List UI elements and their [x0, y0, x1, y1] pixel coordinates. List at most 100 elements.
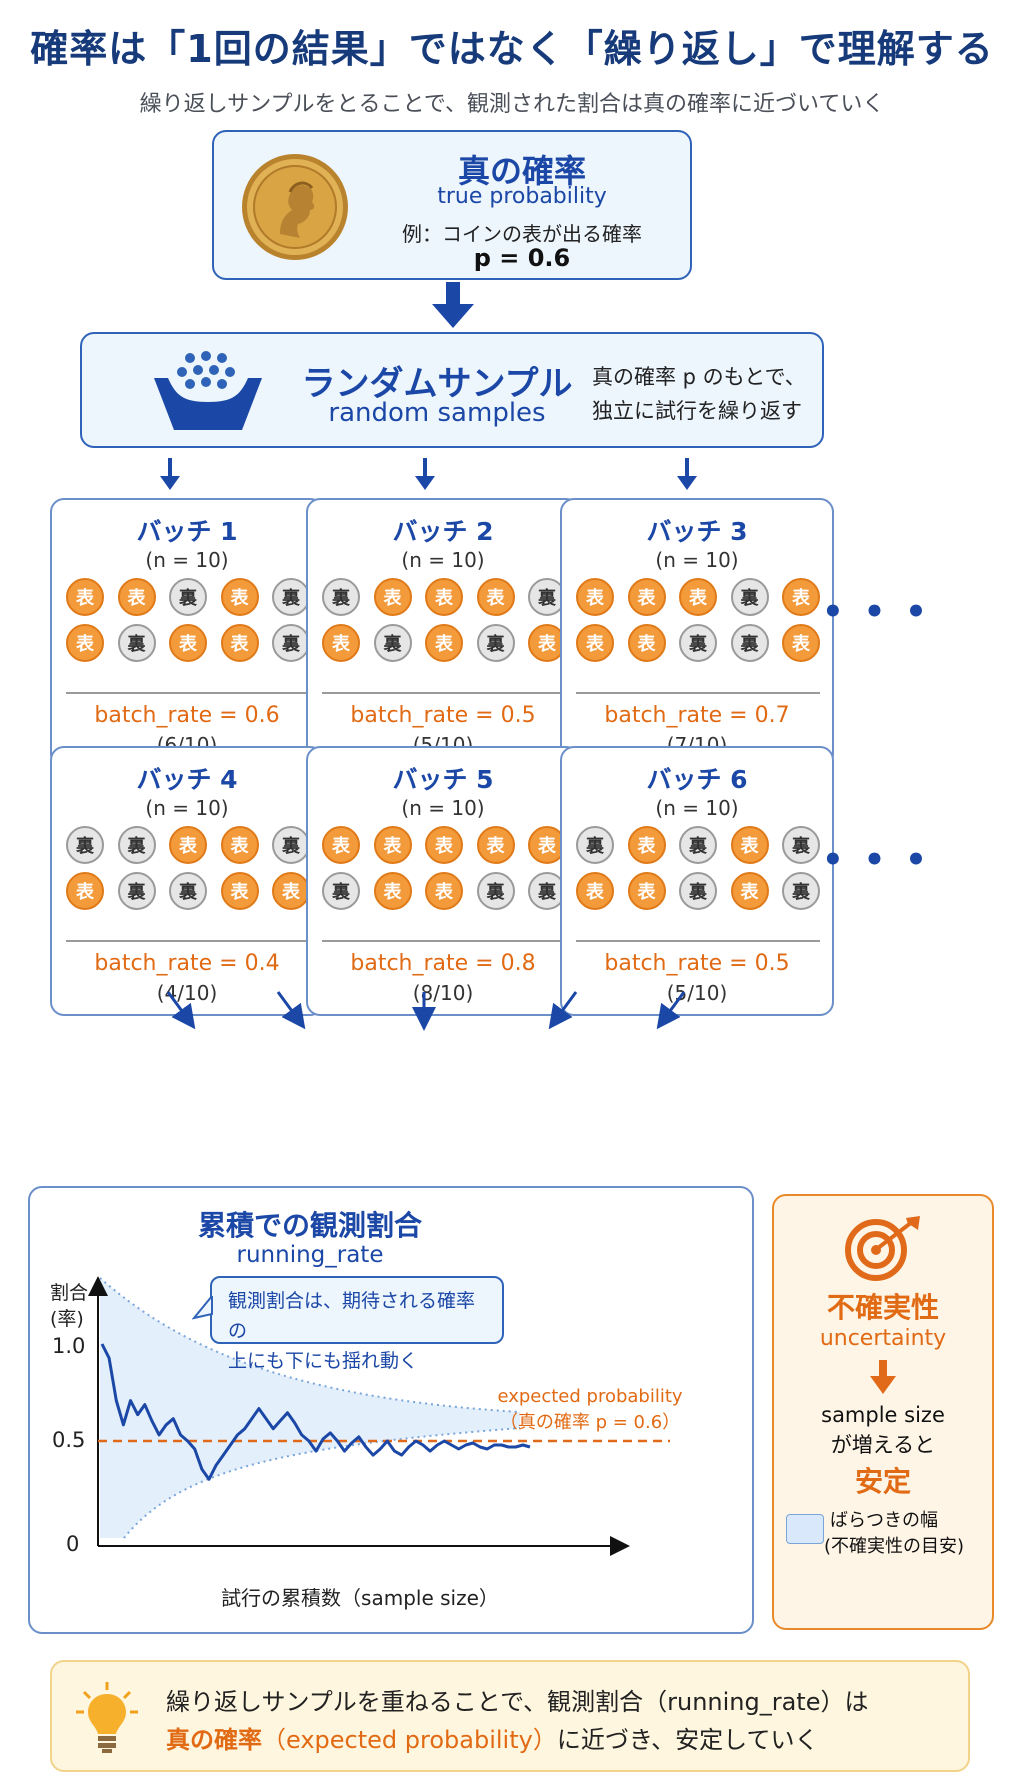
coin-tails: 裏: [272, 826, 310, 864]
batch-divider: [322, 940, 566, 942]
running-rate-line: [100, 1343, 531, 1481]
coin-tails: 裏: [373, 624, 412, 662]
coin-tails: 裏: [576, 826, 614, 864]
rs-title: ランダムサンプル: [301, 364, 573, 404]
coin-heads: 表: [528, 624, 566, 662]
coin-heads: 表: [220, 872, 259, 910]
random-samples-box: ランダムサンプル random samples 真の確率 p のもとで、 独立に…: [80, 332, 824, 448]
batch-divider: [322, 692, 566, 694]
coin-heads: 表: [373, 826, 412, 864]
coin-tails: 裏: [272, 578, 310, 616]
coin-heads: 表: [169, 826, 207, 864]
chart-subtitle: running_rate: [236, 1242, 384, 1268]
rs-description: 真の確率 p のもとで、 独立に試行を繰り返す: [592, 360, 806, 428]
batch-rate: batch_rate = 0.5: [604, 951, 790, 976]
coin-row: 表表裏表裏: [66, 578, 310, 616]
coin-heads: 表: [425, 578, 463, 616]
rs-subtitle: random samples: [328, 398, 546, 428]
target-icon: [842, 1216, 926, 1286]
chart-title: 累積での観測割合: [197, 1209, 422, 1242]
coin-heads: 表: [782, 624, 820, 662]
coin-heads: 表: [782, 578, 820, 616]
coin-heads: 表: [627, 826, 666, 864]
uncertainty-text-1: sample size: [821, 1403, 945, 1427]
coin-tails: 裏: [476, 624, 515, 662]
band-legend-2: (不確実性の目安): [824, 1536, 965, 1557]
coin-tails: 裏: [730, 624, 769, 662]
batch-title: バッチ 2: [392, 517, 494, 546]
coin-row: 裏表表裏裏: [322, 872, 566, 910]
uncertainty-panel: 不確実性 uncertainty sample size が増えると 安定 ばら…: [772, 1194, 994, 1630]
rs-desc-line2: 独立に試行を繰り返す: [592, 399, 802, 423]
coin-tails: 裏: [117, 624, 156, 662]
batch-size: (n = 10): [145, 548, 229, 572]
coin-tails: 裏: [117, 872, 156, 910]
coin-icon: [240, 152, 350, 266]
batch-title: バッチ 4: [136, 765, 238, 794]
coin-heads: 表: [730, 872, 769, 910]
coin-heads: 表: [576, 624, 614, 662]
expected-label-2: （真の確率 p = 0.6）: [499, 1412, 681, 1433]
callout-line1: 観測割合は、期待される確率の: [228, 1290, 476, 1342]
coin-heads: 表: [476, 578, 515, 616]
coin-heads: 表: [220, 624, 259, 662]
coin-row: 表裏表裏表: [322, 624, 566, 662]
arrow-down-icon: [428, 282, 478, 336]
ellipsis-row2: • • •: [822, 840, 931, 880]
batch-rate: batch_rate = 0.4: [94, 951, 280, 976]
y-tick-0: 0: [66, 1532, 80, 1556]
coin-tails: 裏: [66, 826, 104, 864]
y-axis-label-2: (率): [50, 1308, 84, 1330]
y-tick-05: 0.5: [52, 1428, 86, 1452]
batch-title: バッチ 5: [392, 765, 494, 794]
coin-heads: 表: [576, 578, 614, 616]
coin-tails: 裏: [476, 872, 515, 910]
batch-title: バッチ 6: [646, 765, 748, 794]
coin-heads: 表: [220, 578, 259, 616]
coin-heads: 表: [627, 872, 666, 910]
summary-end: に近づき、安定していく: [556, 1726, 819, 1754]
x-axis-label: 試行の累積数（sample size）: [221, 1586, 499, 1610]
coin-row: 裏裏表表裏: [66, 826, 310, 864]
coin-row: 表表表裏表: [576, 578, 820, 616]
coin-heads: 表: [322, 624, 360, 662]
batch-rate: batch_rate = 0.8: [350, 951, 536, 976]
y-axis-label-1: 割合: [50, 1282, 89, 1304]
chart-callout: 観測割合は、期待される確率の 上にも下にも揺れ動く: [210, 1276, 504, 1372]
batch-rate: batch_rate = 0.5: [350, 703, 536, 728]
summary-expected: （expected probability）: [262, 1726, 557, 1754]
band-legend-swatch: [786, 1514, 824, 1544]
coin-row: 表表裏表裏: [576, 872, 820, 910]
coin-heads: 表: [220, 826, 259, 864]
coin-tails: 裏: [782, 872, 820, 910]
coin-tails: 裏: [117, 826, 156, 864]
coin-tails: 裏: [730, 578, 769, 616]
uncertainty-title: 不確実性: [826, 1291, 939, 1324]
running-rate-panel: 累積での観測割合 running_rate 割合 (率) 1.0 0.5 0 観…: [28, 1186, 754, 1634]
tp-subtitle: true probability: [437, 184, 607, 209]
coin-tails: 裏: [169, 872, 207, 910]
uncertainty-text-2: が増えると: [830, 1433, 936, 1457]
coin-row: 表裏表表裏: [66, 624, 310, 662]
coin-tails: 裏: [322, 578, 360, 616]
ellipsis-row1: • • •: [822, 592, 931, 632]
coin-tails: 裏: [528, 578, 566, 616]
coin-tails: 裏: [679, 872, 717, 910]
coin-heads: 表: [373, 578, 412, 616]
batch-title: バッチ 3: [646, 517, 748, 546]
summary-true-prob: 真の確率: [166, 1726, 262, 1754]
coin-heads: 表: [425, 872, 463, 910]
arrow-down-icon: [413, 458, 437, 496]
callout-line2: 上にも下にも揺れ動く: [228, 1350, 419, 1372]
batch-rate: batch_rate = 0.7: [604, 703, 790, 728]
coin-heads: 表: [627, 578, 666, 616]
y-tick-1: 1.0: [52, 1334, 86, 1358]
tp-p-value: p = 0.6: [473, 244, 571, 272]
batch-rate: batch_rate = 0.6: [94, 703, 280, 728]
batch-fraction: (4/10): [156, 981, 218, 1005]
expected-label: expected probability （真の確率 p = 0.6）: [480, 1384, 700, 1436]
